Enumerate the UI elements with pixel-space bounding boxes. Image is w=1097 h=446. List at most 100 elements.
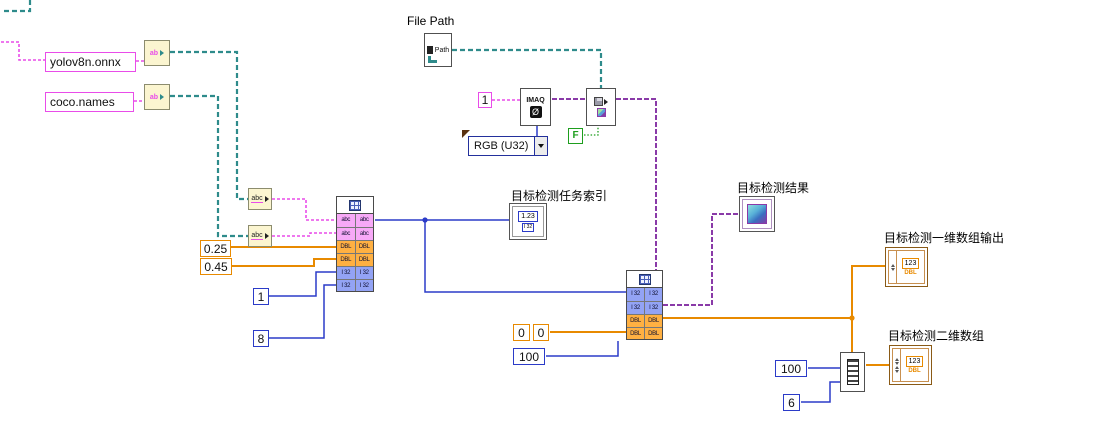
terminal-cell: DBL [337,241,355,253]
numeric-type-text: DBL [904,270,917,276]
grid-icon [349,199,361,211]
file-path-label: File Path [407,14,455,28]
terminal-cell: DBL [627,315,644,327]
terminal-cell: I 32 [627,302,644,314]
color-mode-value: RGB (U32) [474,140,529,152]
reshape-array-node[interactable] [840,352,865,392]
arrow-right-icon [604,98,608,105]
reshape-cols-wire [801,381,841,403]
terminal-cell: DBL [337,254,355,266]
results-array-wire [663,265,886,353]
convert-arrow-icon [264,233,269,239]
grid-icon [638,273,651,285]
constant-zero-left[interactable]: 0 [513,324,530,341]
terminal-row: DBL DBL [337,253,373,266]
detector-params-node[interactable]: abc abc abc abc DBL DBL DBL DBL I 32 I 3… [336,196,374,292]
terminal-cell: I 32 [644,302,662,314]
path-icon-row: Path [426,46,450,54]
string-glyph: ab [149,49,159,57]
constant-zero-right[interactable]: 0 [533,324,549,341]
threshold-b-wire [232,258,337,267]
string-to-path-node-1[interactable]: ab [144,40,170,66]
array-index-spinner[interactable] [893,349,901,381]
string-to-path-1-out-wire [170,50,249,201]
string-to-path-node-2[interactable]: ab [144,84,170,110]
terminal-cell: abc [337,214,355,227]
dropdown-button[interactable] [534,137,547,155]
convert-arrow-icon [160,94,165,100]
indicator-frame [742,199,772,229]
path-text: Path [434,46,450,54]
constant-one[interactable]: 1 [253,288,269,305]
task-index-indicator[interactable]: 1.23 I 32 [509,203,547,240]
int-one-wire [269,271,337,297]
label-string-wire-2 [272,232,337,237]
array-2d-label: 目标检测二维数组 [888,329,985,343]
index-down-icon [894,361,899,365]
file-path-control[interactable]: Path [424,33,452,67]
image-wire-read-to-detect [616,98,657,271]
path-to-string-node-2[interactable]: abc [248,225,272,247]
int-eight-wire [269,284,337,339]
numeric-value-icon: 1.23 [518,211,538,222]
string-to-path-2-out-wire [170,94,249,238]
max-results-wire [546,341,619,357]
object-detect-node[interactable]: I 32 I 32 I 32 I 32 DBL DBL DBL DBL [626,270,663,340]
constant-model-file[interactable]: yolov8n.onnx [45,52,136,72]
terminal-cell: I 32 [337,267,355,279]
disk-icon [594,97,603,106]
read-image-file-node[interactable] [586,88,616,126]
constant-false[interactable]: F [568,128,583,144]
array-index-spinner[interactable] [889,251,897,283]
image-wire-detect-to-result [663,213,740,306]
path-to-string-node-1[interactable]: abc [248,188,272,210]
constant-eight[interactable]: 8 [253,330,269,347]
terminal-row: DBL DBL [627,314,662,327]
array-2d-indicator[interactable]: 123 DBL [889,345,932,385]
chevron-down-icon [538,144,544,148]
constant-threshold-b[interactable]: 0.45 [200,258,232,275]
task-index-label: 目标检测任务索引 [511,189,608,203]
file-path-wire [452,48,603,89]
stub-path-wire-top-left [1,0,32,13]
convert-arrow-icon [264,196,269,202]
reshape-array-icon [846,359,859,385]
document-icon [426,46,433,54]
wire-junction-results [849,315,855,321]
constant-reshape-rows[interactable]: 100 [775,360,807,377]
terminal-cell: I 32 [644,288,662,301]
abc-glyph: abc [251,194,263,204]
terminal-cell: abc [354,228,373,240]
bool-false-wire [584,127,599,136]
terminal-row: I 32 I 32 [627,301,662,314]
constant-hundred[interactable]: 100 [513,348,545,365]
terminal-cell: I 32 [627,288,644,301]
wire-junction-task [422,217,428,223]
stub-string-wire-left [1,41,46,61]
enum-corner-icon [462,130,470,138]
node-header [627,271,662,288]
image-thumb-icon [747,204,767,224]
constant-threshold-a[interactable]: 0.25 [200,240,231,257]
index-down-icon [894,369,899,373]
array-1d-indicator[interactable]: 123 DBL [885,247,928,287]
terminal-row: I 32 I 32 [337,279,373,291]
terminal-cell: I 32 [337,280,355,291]
constant-reshape-cols[interactable]: 6 [783,394,800,411]
result-image-indicator[interactable] [739,196,775,232]
indicator-frame: 123 DBL [888,250,925,284]
imaq-create-node[interactable]: IMAQ Ø [520,88,551,126]
terminal-cell: abc [354,214,373,227]
indicator-frame: 1.23 I 32 [512,206,544,237]
terminal-cell: abc [337,228,355,240]
array-value-area: 123 DBL [901,349,928,381]
index-up-icon [890,263,895,267]
color-mode-dropdown[interactable]: RGB (U32) [468,136,548,156]
terminal-row: DBL DBL [627,327,662,339]
numeric-value-icon: 123 [905,356,924,367]
array-value-area: 123 DBL [897,251,924,283]
constant-image-name[interactable]: 1 [478,92,492,108]
constant-names-file[interactable]: coco.names [45,92,134,112]
imaq-glyph-icon: Ø [529,105,542,118]
